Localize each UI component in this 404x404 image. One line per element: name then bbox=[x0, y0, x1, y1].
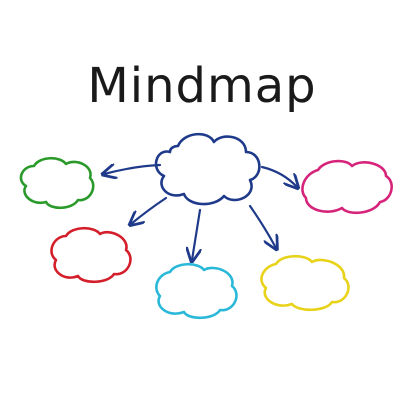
arrow-to-red bbox=[131, 196, 168, 224]
cloud-node-green[interactable] bbox=[19, 156, 95, 210]
page-title: Mindmap bbox=[87, 58, 317, 114]
mindmap-nodes bbox=[19, 132, 393, 320]
cloud-node-yellow[interactable] bbox=[260, 254, 350, 312]
cloud-node-magenta[interactable] bbox=[301, 159, 393, 215]
arrow-to-magenta bbox=[260, 165, 297, 187]
arrow-to-green bbox=[104, 165, 162, 174]
mindmap-edges bbox=[104, 165, 297, 260]
cloud-node-red[interactable] bbox=[50, 226, 132, 284]
cloud-node-cyan[interactable] bbox=[155, 262, 238, 320]
cloud-node-center[interactable] bbox=[154, 132, 261, 206]
arrow-to-yellow bbox=[248, 204, 276, 248]
arrow-to-cyan bbox=[192, 208, 200, 260]
